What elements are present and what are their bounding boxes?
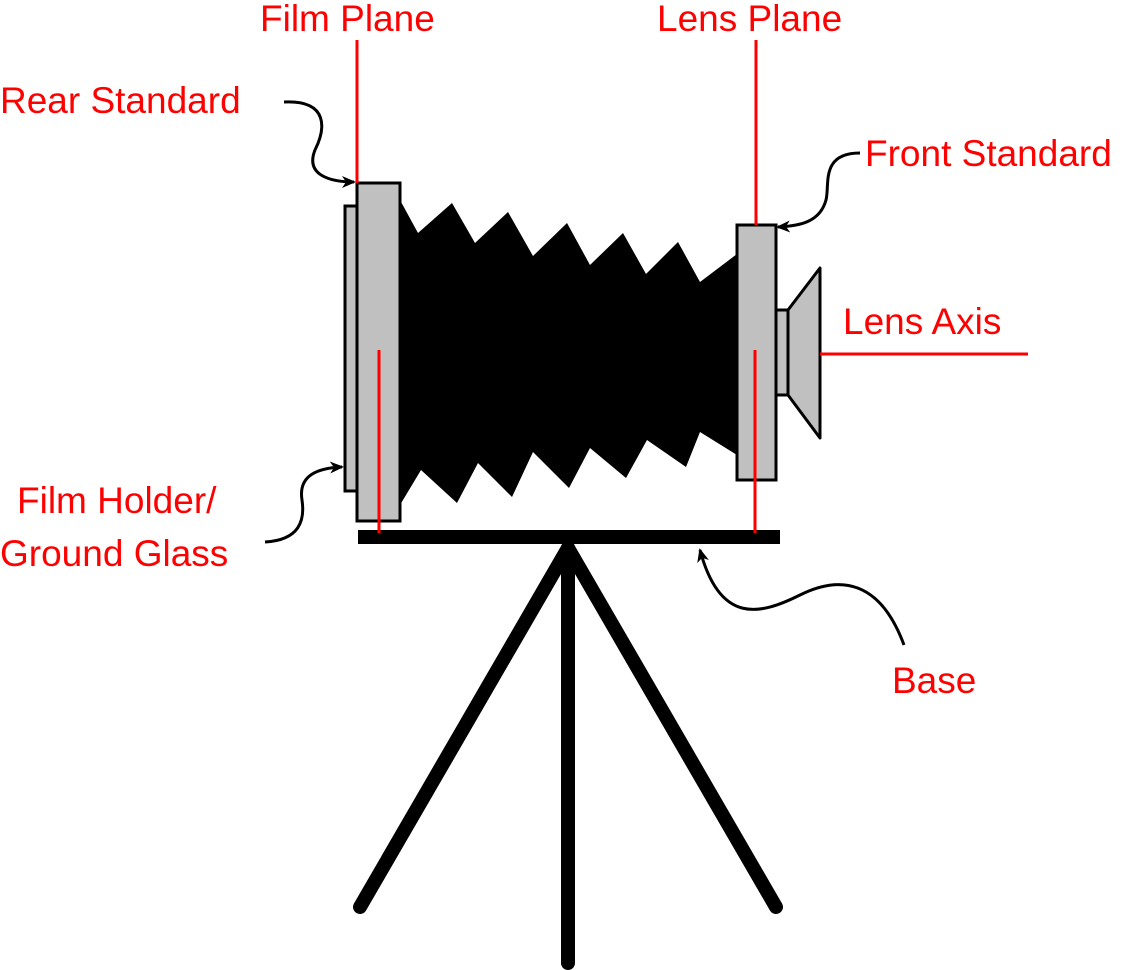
film-holder-arrow bbox=[264, 461, 344, 544]
label-film-holder-line1: Film Holder/ bbox=[17, 480, 217, 521]
front-standard-arrow bbox=[776, 151, 861, 233]
base-arrow bbox=[697, 548, 906, 646]
label-rear-standard: Rear Standard bbox=[0, 80, 241, 121]
base-rail bbox=[358, 530, 780, 544]
rear-standard-arrow bbox=[283, 100, 356, 188]
bellows bbox=[400, 200, 737, 505]
label-film-holder-line2: Ground Glass bbox=[0, 533, 228, 574]
indicator-lines bbox=[355, 40, 1028, 533]
lens bbox=[786, 266, 822, 440]
label-lens-plane: Lens Plane bbox=[657, 0, 842, 39]
tripod bbox=[353, 541, 783, 970]
callout-arrows bbox=[264, 100, 906, 646]
lens-mount bbox=[774, 308, 790, 397]
tripod-leg-right bbox=[561, 541, 783, 914]
label-lens-axis: Lens Axis bbox=[843, 301, 1001, 342]
tripod-leg-left bbox=[353, 541, 575, 914]
label-film-plane: Film Plane bbox=[260, 0, 435, 39]
label-base: Base bbox=[892, 660, 976, 701]
label-front-standard: Front Standard bbox=[865, 133, 1112, 174]
